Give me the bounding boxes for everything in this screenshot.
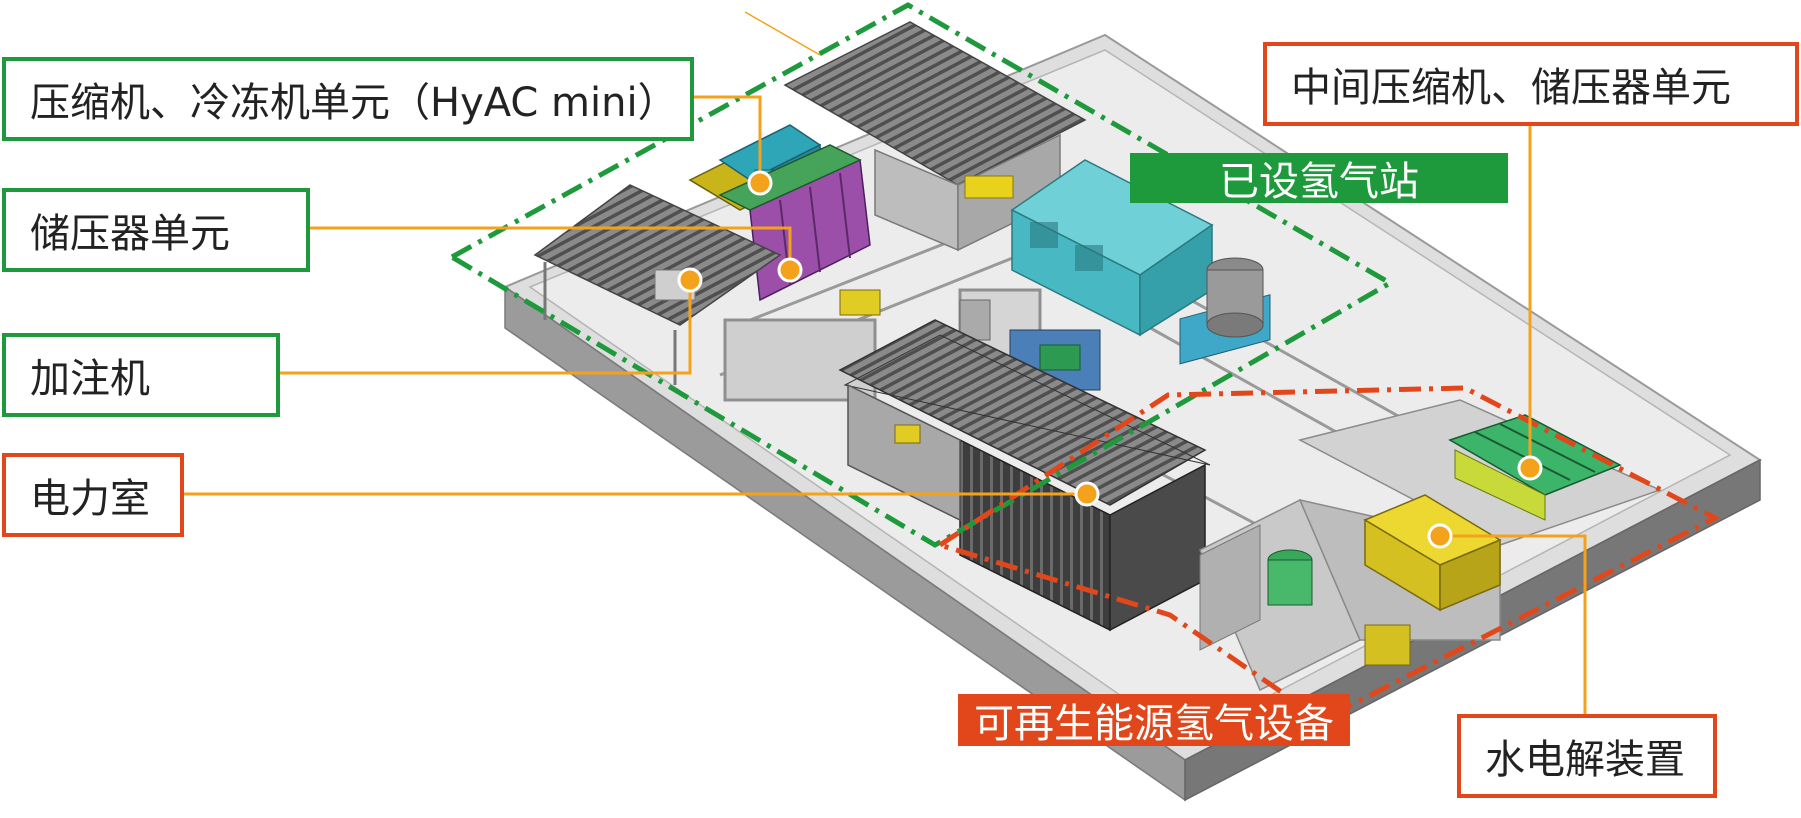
accumulator-unit-label: 储压器单元 — [2, 188, 310, 272]
leader-lines — [183, 11, 1587, 717]
dot-accumulator — [777, 257, 803, 283]
leader-dispenser — [278, 280, 692, 375]
back-canopy — [783, 21, 1087, 252]
leader-accumulator — [309, 226, 792, 270]
existing-station-banner: 已设氢气站 — [1130, 153, 1508, 205]
leader-dots — [677, 170, 1543, 549]
dot-electrolyzer — [1427, 523, 1453, 549]
leader-compressor — [692, 95, 762, 183]
dispenser-canopy — [533, 184, 782, 385]
dot-dispenser — [677, 267, 703, 293]
existing-station-building — [1010, 159, 1214, 337]
renewable-equipment-banner: 可再生能源氢气设备 — [958, 694, 1350, 747]
power-room-building — [838, 319, 1211, 632]
compressor-refrigeration-label: 压缩机、冷冻机单元（HyAC mini） — [2, 57, 694, 141]
central-equipment — [839, 289, 1101, 391]
dot-compressor — [747, 170, 773, 196]
power-room-label: 电力室 — [2, 453, 184, 537]
existing-station-boundary — [446, 2, 1396, 548]
electrolyzer-label: 水电解装置 — [1457, 714, 1717, 798]
intermediate-compressor-unit — [1448, 414, 1622, 521]
yellow-pointer-line — [744, 11, 821, 56]
leader-electrolyzer — [1440, 534, 1587, 717]
dot-intermediate — [1517, 455, 1543, 481]
renewable-equipment-boundary — [934, 385, 1721, 723]
intermediate-compressor-accumulator-label: 中间压缩机、储压器单元 — [1263, 42, 1799, 126]
dot-power-room — [1074, 481, 1100, 507]
dispenser-label: 加注机 — [2, 333, 280, 417]
cooling-tower — [1179, 257, 1271, 365]
